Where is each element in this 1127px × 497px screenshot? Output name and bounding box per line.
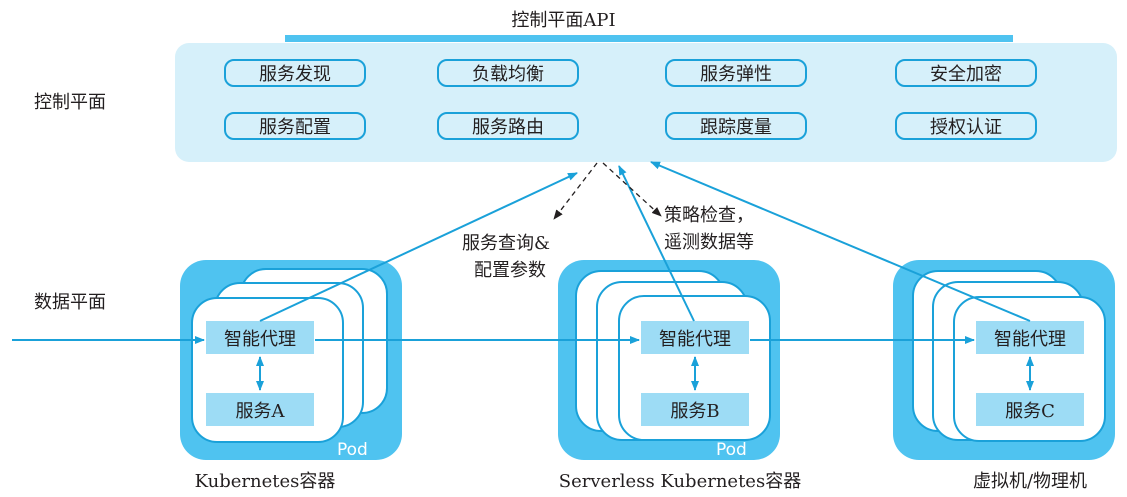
annotation-policy-telemetry: 策略检查， 遥测数据等 <box>664 202 754 256</box>
service-a: 服务A <box>206 393 314 426</box>
capability-security-encryption: 安全加密 <box>895 59 1037 87</box>
dashed-config-arrow <box>553 162 598 220</box>
pod-tag-a: Pod <box>337 440 368 460</box>
control-plane-api-title: 控制平面API <box>511 10 616 31</box>
pod-tag-b: Pod <box>716 440 747 460</box>
container-label-kubernetes: Kubernetes容器 <box>194 471 336 492</box>
annotation-line: 配置参数 <box>474 260 546 281</box>
annotation-line: 策略检查， <box>664 205 754 226</box>
service-b: 服务B <box>641 393 749 426</box>
smart-proxy-c: 智能代理 <box>976 321 1084 354</box>
proxy-a-to-control <box>259 172 578 322</box>
capability-tracing-metrics: 跟踪度量 <box>665 112 807 140</box>
control-plane-api-bar <box>285 35 1013 42</box>
capability-service-routing: 服务路由 <box>437 112 579 140</box>
annotation-line: 服务查询& <box>462 233 551 254</box>
service-c: 服务C <box>976 393 1084 426</box>
dashed-policy-arrow <box>602 162 662 217</box>
capability-service-config: 服务配置 <box>224 112 366 140</box>
proxy-b-to-control <box>618 165 695 322</box>
capability-service-discovery: 服务发现 <box>224 59 366 87</box>
smart-proxy-a: 智能代理 <box>206 321 314 354</box>
capability-load-balancing: 负载均衡 <box>437 59 579 87</box>
container-label-serverless: Serverless Kubernetes容器 <box>558 471 802 492</box>
container-label-vm-physical: 虚拟机/物理机 <box>972 471 1088 492</box>
proxy-c-to-control <box>650 161 1031 322</box>
annotation-query-config: 服务查询& 配置参数 <box>462 230 550 284</box>
capability-auth: 授权认证 <box>895 112 1037 140</box>
annotation-line: 遥测数据等 <box>664 232 754 253</box>
data-plane-label: 数据平面 <box>34 292 106 313</box>
capability-service-resilience: 服务弹性 <box>665 59 807 87</box>
smart-proxy-b: 智能代理 <box>641 321 749 354</box>
control-plane-label: 控制平面 <box>34 92 106 113</box>
